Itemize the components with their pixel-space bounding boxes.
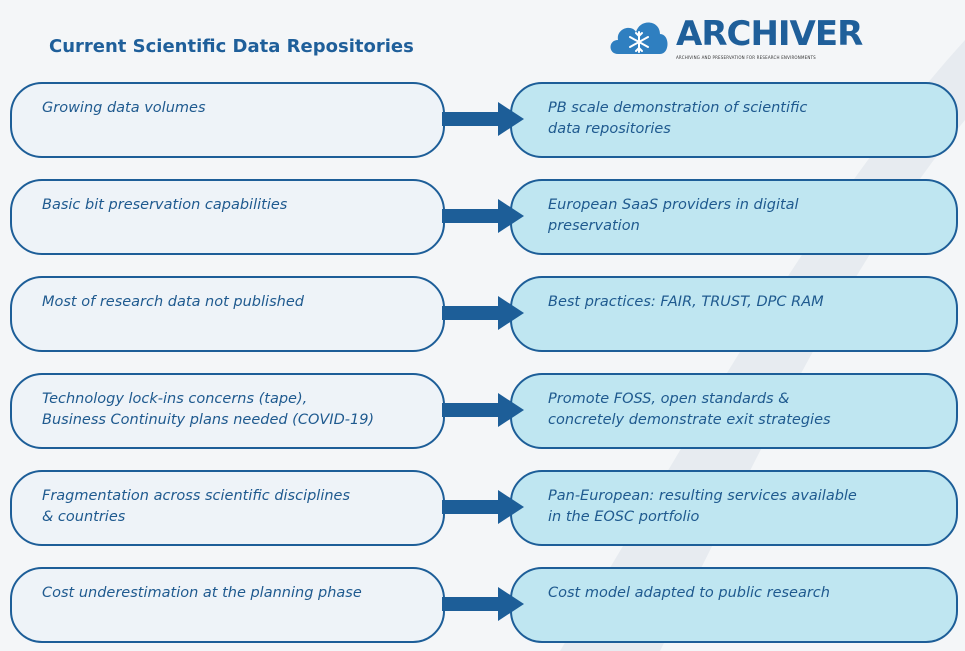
solution-text: in the EOSC portfolio: [548, 509, 700, 525]
challenge-box: Most of research data not published: [10, 276, 445, 352]
solution-text: data repositories: [548, 121, 671, 137]
solution-text: PB scale demonstration of scientific: [548, 100, 808, 116]
solution-box: European SaaS providers in digital preser…: [510, 179, 958, 255]
solution-text: Cost model adapted to public research: [548, 585, 830, 601]
arrow-right-icon: [442, 199, 524, 233]
row-3: Most of research data not published Best …: [0, 276, 965, 356]
solution-text: European SaaS providers in digital: [548, 197, 799, 213]
solution-text: Promote FOSS, open standards &: [548, 391, 790, 407]
challenge-text: Fragmentation across scientific discipli…: [42, 488, 351, 504]
challenge-text: Growing data volumes: [42, 100, 206, 116]
challenge-text: & countries: [42, 509, 126, 525]
solution-box: Cost model adapted to public research: [510, 567, 958, 643]
row-6: Cost underestimation at the planning pha…: [0, 567, 965, 647]
logo-wordmark: ARCHIVER: [676, 14, 863, 54]
row-5: Fragmentation across scientific discipli…: [0, 470, 965, 550]
solution-box: PB scale demonstration of scientific data…: [510, 82, 958, 158]
challenge-box: Growing data volumes: [10, 82, 445, 158]
row-4: Technology lock-ins concerns (tape), Busi…: [0, 373, 965, 453]
arrow-right-icon: [442, 296, 524, 330]
arrow-right-icon: [442, 393, 524, 427]
challenge-box: Fragmentation across scientific discipli…: [10, 470, 445, 546]
solution-box: Promote FOSS, open standards & concretely…: [510, 373, 958, 449]
solution-text: Pan-European: resulting services availab…: [548, 488, 857, 504]
arrow-right-icon: [442, 102, 524, 136]
challenge-text: Cost underestimation at the planning pha…: [42, 585, 362, 601]
challenge-text: Most of research data not published: [42, 294, 304, 310]
challenge-box: Basic bit preservation capabilities: [10, 179, 445, 255]
solution-text: concretely demonstrate exit strategies: [548, 412, 831, 428]
arrow-right-icon: [442, 490, 524, 524]
arrow-right-icon: [442, 587, 524, 621]
solution-text: Best practices: FAIR, TRUST, DPC RAM: [548, 294, 824, 310]
challenge-box: Cost underestimation at the planning pha…: [10, 567, 445, 643]
archiver-logo: ARCHIVER ARCHIVING AND PRESERVATION FOR …: [606, 10, 866, 66]
logo-tagline: ARCHIVING AND PRESERVATION FOR RESEARCH …: [676, 55, 816, 60]
challenge-text: Business Continuity plans needed (COVID-…: [42, 412, 375, 428]
page-title: Current Scientific Data Repositories: [49, 36, 414, 57]
challenge-text: Technology lock-ins concerns (tape),: [42, 391, 308, 407]
row-2: Basic bit preservation capabilities Europ…: [0, 179, 965, 259]
cloud-snowflake-icon: [610, 22, 668, 54]
row-1: Growing data volumes PB scale demonstrati…: [0, 82, 965, 162]
solution-text: preservation: [548, 218, 640, 234]
challenge-box: Technology lock-ins concerns (tape), Busi…: [10, 373, 445, 449]
challenge-text: Basic bit preservation capabilities: [42, 197, 288, 213]
solution-box: Best practices: FAIR, TRUST, DPC RAM: [510, 276, 958, 352]
solution-box: Pan-European: resulting services availab…: [510, 470, 958, 546]
